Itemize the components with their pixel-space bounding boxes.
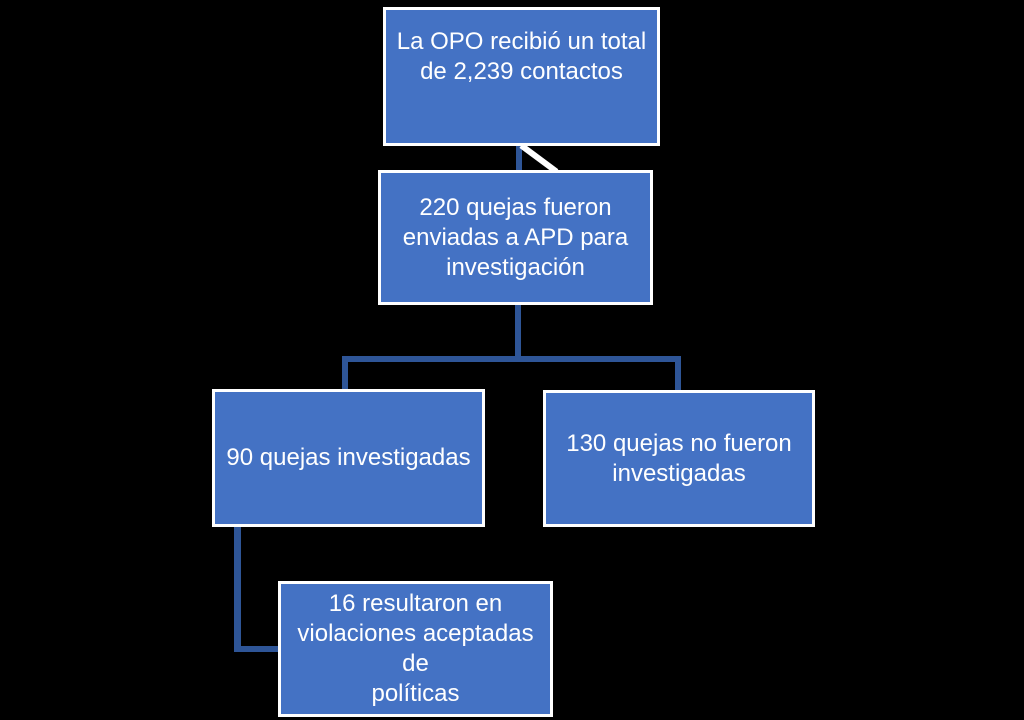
node-policy-violations: 16 resultaron en violaciones aceptadas d… (278, 581, 553, 717)
node-investigated: 90 quejas investigadas (212, 389, 485, 527)
connector-branch-drop-right (675, 356, 681, 391)
node-sent-to-apd-label: 220 quejas fueron enviadas a APD para in… (402, 193, 629, 281)
node-policy-violations-label: 16 resultaron en violaciones aceptadas d… (297, 590, 534, 707)
connector-sent-branch-stem (515, 305, 521, 360)
connector-sent-branch-crossbar (342, 356, 681, 362)
node-sent-to-apd: 220 quejas fueron enviadas a APD para in… (378, 170, 653, 305)
node-total-contacts: La OPO recibió un total de 2,239 contact… (383, 7, 660, 146)
connector-total-to-sent-vertical (516, 146, 522, 172)
node-not-investigated: 130 quejas no fueron investigadas (543, 390, 815, 527)
connector-branch-drop-left (342, 356, 348, 390)
connector-investigated-elbow-horizontal (234, 646, 278, 652)
node-investigated-label: 90 quejas investigadas (226, 444, 471, 471)
node-total-contacts-label: La OPO recibió un total de 2,239 contact… (396, 28, 647, 85)
connector-investigated-elbow-vertical (234, 527, 241, 652)
node-not-investigated-label: 130 quejas no fueron investigadas (566, 429, 792, 487)
